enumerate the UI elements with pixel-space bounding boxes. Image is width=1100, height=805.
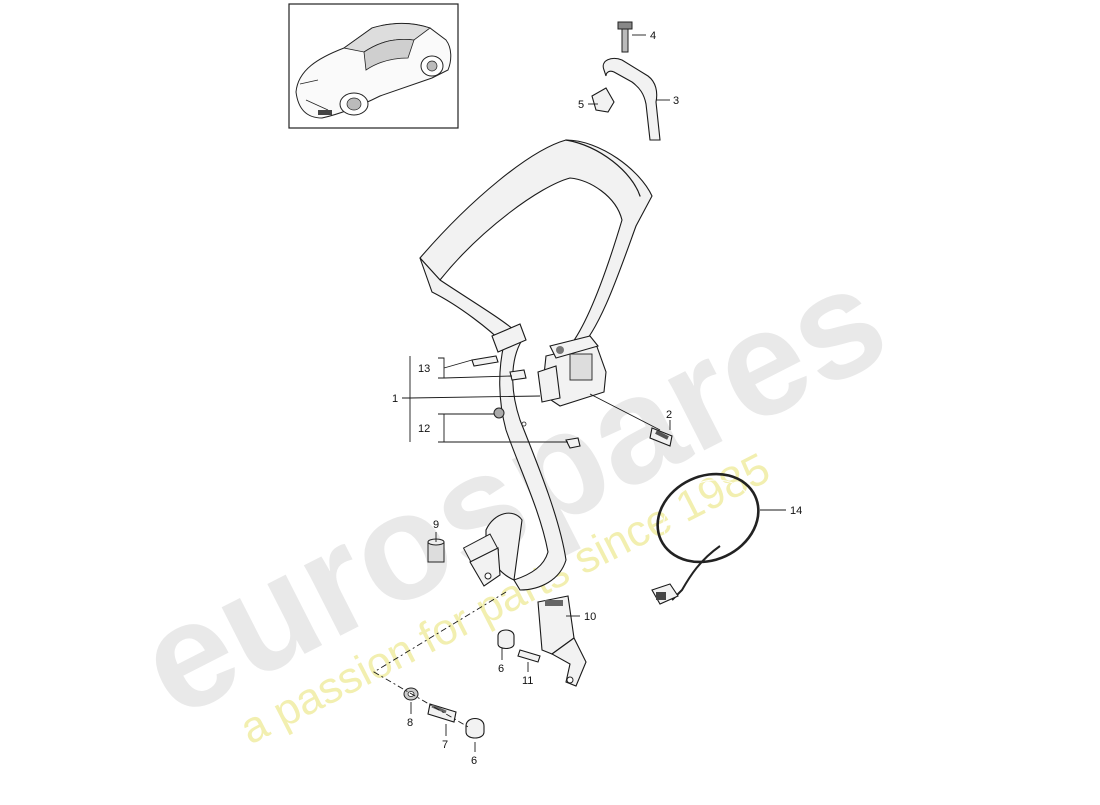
callout-14: 14 — [790, 505, 802, 517]
seat-belt-webbing — [419, 139, 653, 591]
upper-belt-guide — [591, 21, 661, 141]
part-11-bolt — [517, 649, 541, 663]
callout-5: 5 — [578, 99, 584, 111]
callout-13: 13 — [418, 363, 430, 375]
callout-1: 1 — [392, 393, 398, 405]
belt-retractor — [537, 335, 607, 407]
callout-6-upper: 6 — [498, 663, 504, 675]
callout-10: 10 — [584, 611, 596, 623]
part-12-fasteners — [493, 407, 581, 449]
callout-3: 3 — [673, 95, 679, 107]
part-2-bolt — [649, 427, 673, 447]
vehicle-thumbnail — [288, 3, 459, 129]
part-7-bolt — [427, 703, 457, 723]
part-10-buckle — [537, 595, 587, 687]
callout-9: 9 — [433, 519, 439, 531]
car-icon — [295, 23, 452, 119]
callout-6-lower: 6 — [471, 755, 477, 767]
callout-2: 2 — [666, 409, 672, 421]
watermark: eurospares a passion for parts since 198… — [113, 232, 910, 754]
part-13-pads — [471, 355, 527, 381]
callout-4: 4 — [650, 30, 656, 42]
callout-labels: 4 3 5 13 1 2 12 9 14 10 6 11 8 7 6 — [392, 30, 802, 767]
callout-12: 12 — [418, 423, 430, 435]
part-6-caps — [465, 629, 515, 739]
leader-lines — [373, 34, 786, 752]
watermark-brand: eurospares — [113, 232, 910, 749]
part-9-bushing — [427, 538, 445, 563]
part-14-cable-harness — [651, 472, 760, 605]
callout-8: 8 — [407, 717, 413, 729]
callout-7: 7 — [442, 739, 448, 751]
callout-11: 11 — [522, 675, 533, 687]
